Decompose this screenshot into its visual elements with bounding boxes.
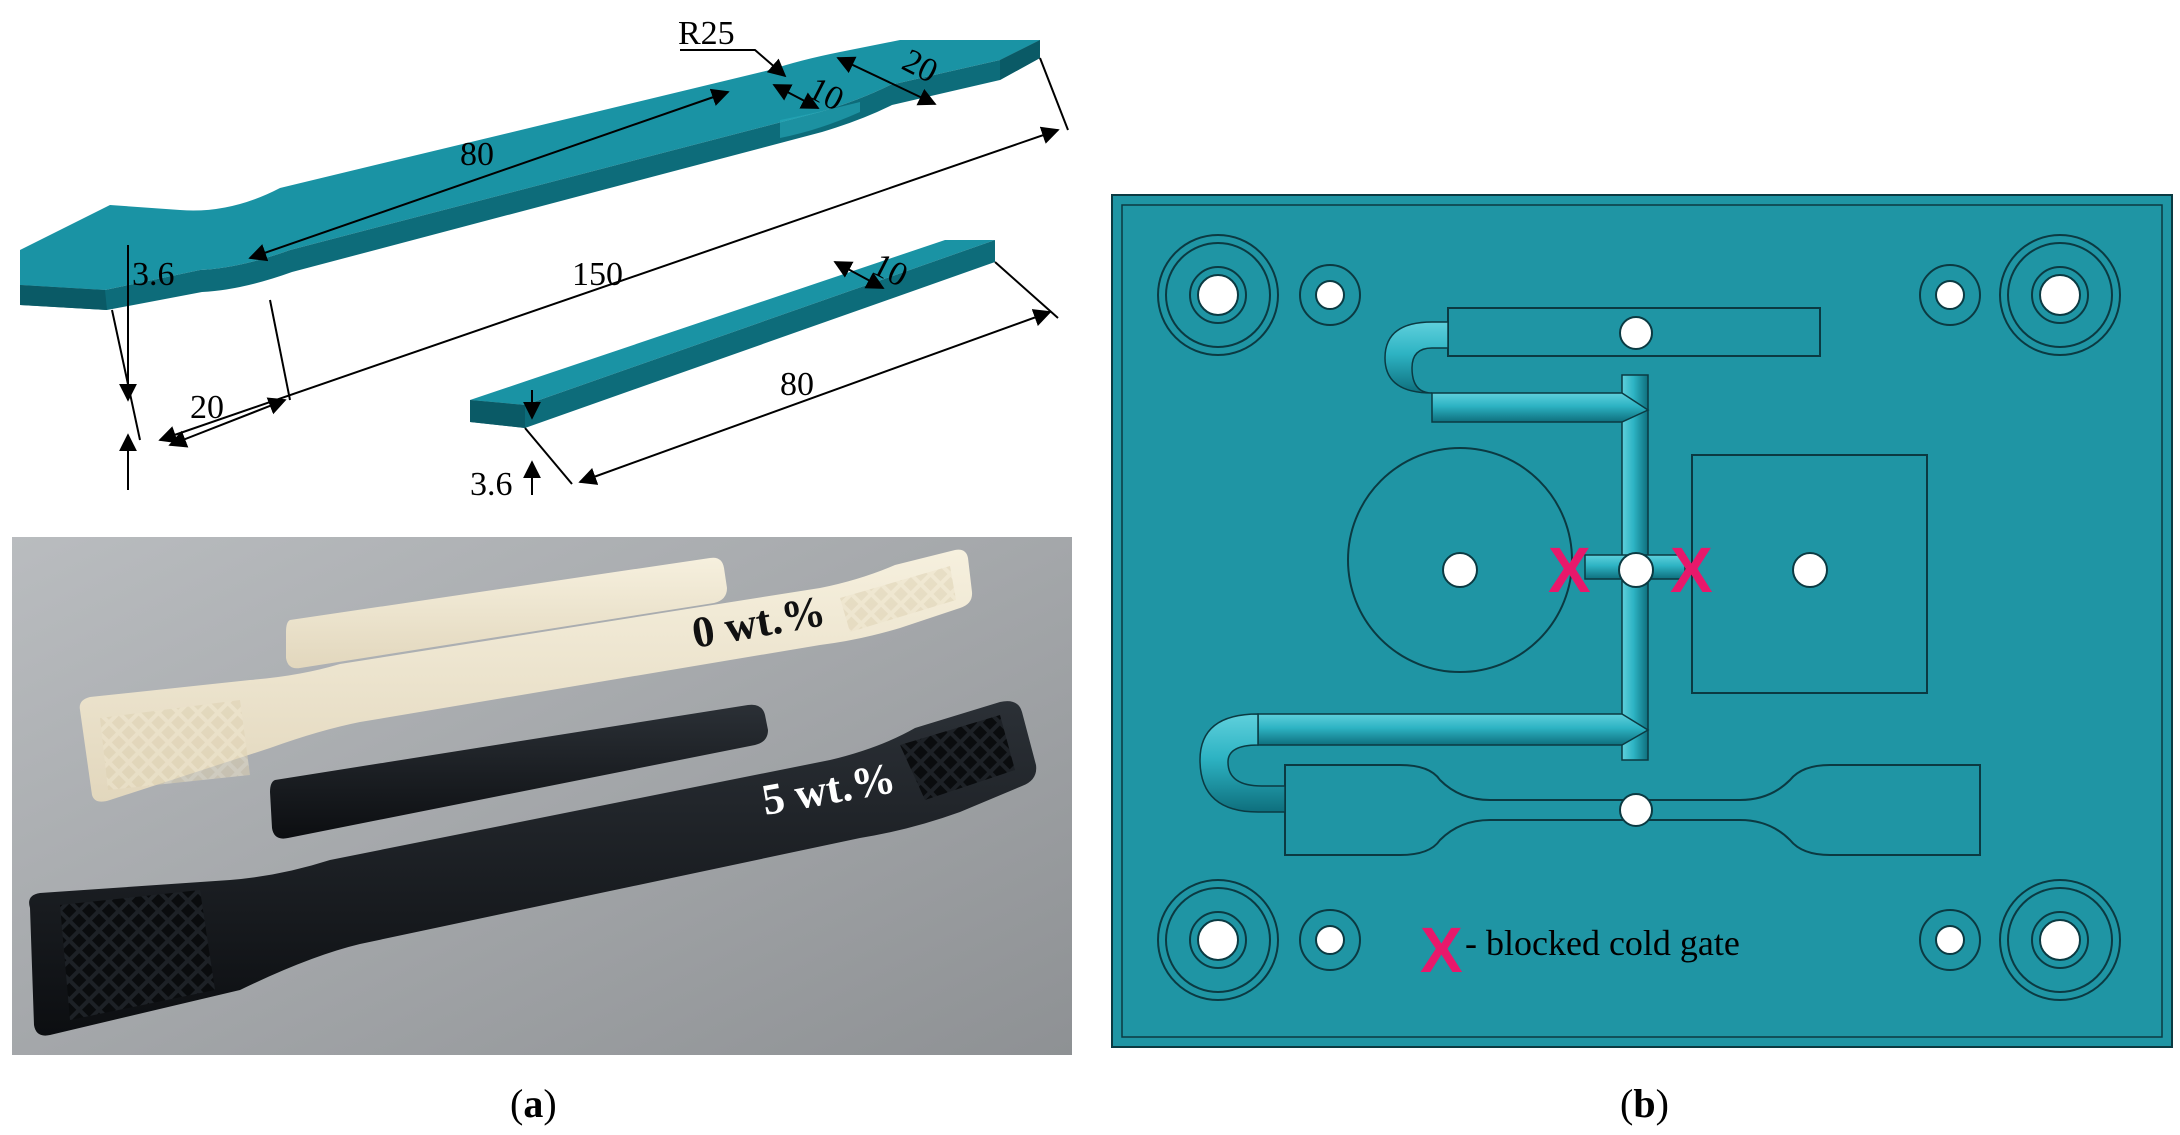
bar-side-face <box>470 240 995 428</box>
black-grip-texture-2 <box>900 715 1015 800</box>
caption-b-letter: b <box>1633 1081 1656 1126</box>
natural-bar-sample <box>286 557 727 669</box>
dogbone-end-face <box>20 285 107 310</box>
legend-marker: X <box>1420 914 1463 986</box>
guide-hole-2 <box>2039 274 2081 316</box>
gate-marker-right: X <box>1670 534 1713 606</box>
natural-grip-texture-2 <box>840 566 956 632</box>
guide-hole-1 <box>1197 274 1239 316</box>
dimension-lines <box>111 49 1069 495</box>
dim-total-length: 150 <box>572 256 623 293</box>
caption-a-letter: a <box>523 1081 544 1126</box>
natural-grip-texture <box>100 700 250 790</box>
black-grip-texture <box>60 890 215 1020</box>
dim-bar-thickness: 3.6 <box>470 466 513 503</box>
dim-gauge-length: 80 <box>460 136 494 173</box>
guide-hole-3 <box>1197 919 1239 961</box>
tensile-specimen-drawing: R25 10 20 80 150 3.6 20 10 80 3.6 <box>20 15 1069 503</box>
dogbone-far-end <box>1000 40 1040 80</box>
dim-thickness: 3.6 <box>132 256 175 293</box>
bar-top-face <box>470 240 995 405</box>
natural-dogbone-sample <box>79 549 973 802</box>
corner-bosses <box>1157 234 2121 1001</box>
dim-grip-length: 20 <box>190 389 224 426</box>
dim-bar-length: 80 <box>780 366 814 403</box>
mold-plate-drawing <box>1111 194 2173 1048</box>
specimen-photo: 0 wt.% 5 wt.% <box>12 537 1072 1055</box>
legend-text: - blocked cold gate <box>1465 923 1740 963</box>
caption-a: (a) <box>510 1081 557 1126</box>
caption-b: (b) <box>1620 1081 1669 1126</box>
gate-marker-left: X <box>1548 534 1591 606</box>
ejector-holes <box>1442 316 1828 827</box>
black-bar-sample <box>270 704 768 839</box>
guide-hole-4 <box>2039 919 2081 961</box>
dim-radius: R25 <box>678 15 735 52</box>
black-dogbone-sample <box>29 701 1037 1036</box>
